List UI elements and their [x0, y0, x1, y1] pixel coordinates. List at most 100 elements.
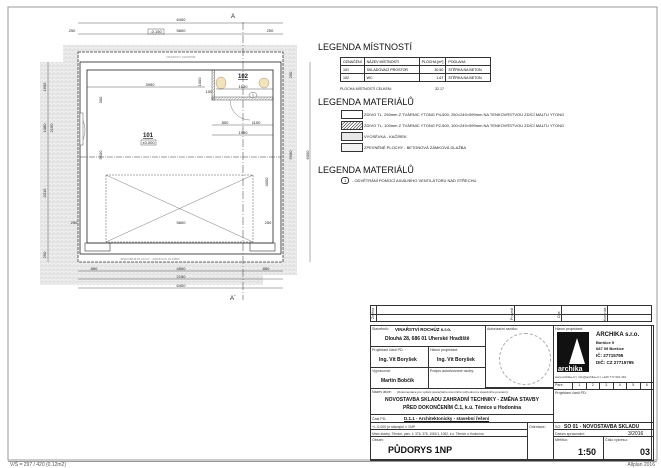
- dim-1000: 1000: [197, 77, 202, 87]
- footer-divider: [8, 461, 657, 462]
- parc-cell: 1: [573, 383, 587, 389]
- company-name: ARCHIKA s.r.o.: [596, 332, 640, 338]
- room-101-number: 101: [143, 133, 154, 139]
- part-designer-cell: Projektant části PD: Ing. Vít Boryšek: [370, 346, 429, 368]
- stamp-cell: Autorizační razítko:: [485, 325, 554, 388]
- cell: SKLADOVACÍ PROSTOR: [363, 65, 420, 74]
- dim-inner-top: 5800: [177, 28, 187, 33]
- partition-wall-bottom: [211, 96, 274, 101]
- investor-name: VINAŘSTVÍ ROCHŮZ s.r.o.: [395, 326, 452, 332]
- gravel-label: OKAPOVÝ CHODNÍK: [166, 55, 195, 59]
- title-block: Stavebník: VINAŘSTVÍ ROCHŮZ s.r.o. Dlouh…: [370, 325, 654, 461]
- parc-cell: 6: [645, 383, 648, 387]
- room-legend-title: LEGENDA MÍSTNOSTÍ: [318, 42, 413, 52]
- label: Orientace:: [529, 424, 546, 429]
- so-value: SO 01 - NOVOSTAVBA SKLADU: [564, 423, 640, 430]
- dim-overall-top: 6400: [177, 17, 187, 22]
- dim-1080: 1080: [42, 123, 47, 133]
- dim-4000: 4000: [264, 177, 269, 187]
- dim-1650: 1650: [239, 84, 249, 89]
- part-pd-designer-cell: Projektant části PD:: [553, 389, 654, 423]
- revision-label: Změna: [371, 307, 375, 319]
- dim-5500-inner: 5500: [98, 150, 103, 160]
- parc-cell: 4: [614, 383, 627, 389]
- dim-5800-inner: 5800: [177, 220, 187, 225]
- vent-mark-number: 1: [252, 94, 254, 98]
- paving-area: [40, 45, 297, 285]
- swatch-wall-100: [341, 121, 363, 130]
- revision-label: Dne: [557, 311, 561, 318]
- label: Měřítko:: [555, 438, 568, 442]
- label: Číslo výkresu:: [605, 438, 628, 442]
- dim-top-right: 250: [267, 28, 274, 33]
- dim-bottom-overall: 6400: [177, 283, 187, 288]
- dim-850: 850: [222, 120, 229, 125]
- label: SO:: [555, 424, 562, 429]
- swatch-wall-250: [341, 110, 363, 119]
- outer-outline: [77, 51, 284, 263]
- scale-value: 1:50: [578, 447, 597, 457]
- dim-250-inner-left: 250: [71, 220, 78, 225]
- chief-designer-cell: Hlavní projektant: Ing. Vít Boryšek: [428, 346, 486, 368]
- material-item: ZDIVO TL. 100mm Z TVÁRNIC YTONG P2-500, …: [364, 123, 565, 128]
- paving-bottom: [78, 262, 263, 285]
- cell: 30.50: [418, 65, 447, 74]
- dim-1950: 1950: [239, 130, 249, 135]
- dim-300: 300: [98, 96, 103, 103]
- label: Datum zpracování:: [555, 431, 586, 436]
- level-box: [147, 28, 165, 35]
- section-mark-a-end: A´: [230, 296, 236, 302]
- company-address: 687 09 Boršice: [596, 346, 625, 351]
- cell: WC: [363, 73, 420, 82]
- partition-wall: [211, 69, 215, 101]
- investor-address: Dlouhá 28, 686 01 Uherské Hradiště: [385, 336, 470, 342]
- level-top: -0.150: [150, 29, 162, 34]
- company-address: Boršice 9: [596, 340, 615, 345]
- garage-door-opening: [105, 174, 254, 243]
- dim-6000: 6000: [305, 150, 310, 160]
- section-mark-a: A: [231, 14, 235, 20]
- chief-cell: Hlavní projektant: archika ARCHIKA s.r.o…: [553, 325, 654, 383]
- archika-logo: archika: [557, 332, 589, 372]
- label: Obsah:: [372, 438, 384, 442]
- entry-door: [79, 112, 84, 146]
- dim-3315: 3315: [42, 188, 47, 198]
- sheet-number: 03: [640, 447, 651, 457]
- dim-top-left: 250: [69, 28, 76, 33]
- cell: 1.67: [418, 73, 447, 82]
- toilet-icon: [215, 76, 227, 90]
- dim-bottom-left: 850: [91, 266, 98, 271]
- investor-cell: Stavebník: VINAŘSTVÍ ROCHŮZ s.r.o. Dlouh…: [370, 325, 486, 347]
- chief-designer: Ing. Vít Boryšek: [437, 357, 475, 363]
- legend3-title: LEGENDA MATERIÁLŮ: [318, 165, 414, 175]
- sheet-number-cell: Číslo výkresu: 03: [603, 436, 654, 461]
- label: Vypracoval:: [372, 369, 391, 373]
- signature-cell: Podpis autorizované osoby:: [428, 367, 486, 389]
- sink-icon: [258, 77, 270, 89]
- paving-left: [40, 62, 78, 285]
- date-value: 3/2016: [628, 430, 644, 437]
- dim-250-right: 250: [288, 71, 293, 78]
- label: Část PD:: [372, 417, 387, 421]
- parc-cell: 5: [627, 383, 641, 389]
- room-101-level: ±0.000: [142, 140, 155, 145]
- dim-3950: 3950: [146, 82, 156, 87]
- action-note: (Dokumentace pro vydání společného územn…: [397, 390, 508, 395]
- room-101-level-box: [140, 139, 157, 146]
- level-note: +/- 0,000 je stávající v 1NP: [372, 424, 416, 429]
- legend3-item: - ODVĚTRÁNÍ POMOCÍ AXIÁLNÍHO VENTILÁTORU…: [352, 178, 477, 183]
- sheet-format: V/Š = 297 / 420 (0.12m2): [10, 462, 67, 468]
- scale-cell: Měřítko: 1:50: [553, 436, 604, 461]
- cell: 101: [340, 65, 365, 74]
- label: Projektant části PD:: [372, 348, 404, 352]
- dim-bottom-right: 850: [263, 266, 270, 271]
- drawing-content: PŮDORYS 1NP: [388, 445, 453, 455]
- label: Stavebník:: [372, 327, 389, 331]
- opening-cross: [105, 174, 254, 243]
- inner-wall: [86, 69, 274, 244]
- parc-cell: 2: [587, 383, 600, 389]
- action-title: PŘED DOKONČENÍM Č.1, k.ú. Těmice u Hodon…: [402, 405, 522, 411]
